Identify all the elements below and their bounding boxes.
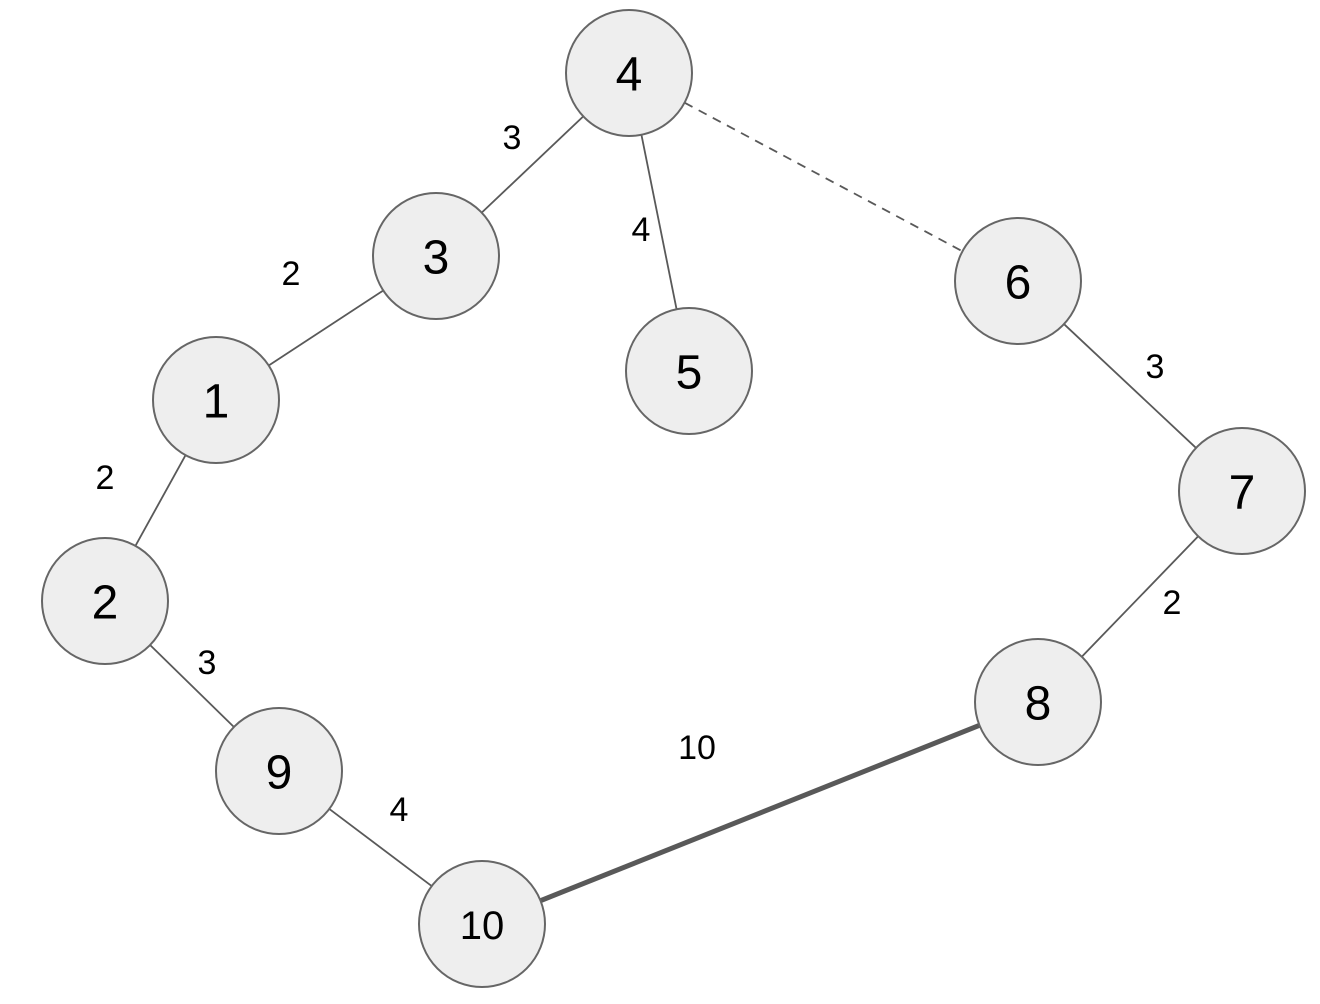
edge-weight-8-7: 2: [1163, 584, 1182, 622]
edge-10-8: [539, 723, 981, 903]
node-circle-3: [372, 192, 500, 320]
edge-1-2: [134, 454, 187, 547]
node-label-4: 4: [616, 49, 643, 102]
edge-weight-4-5: 4: [632, 211, 651, 249]
edge-6-7: [1063, 323, 1197, 449]
edge-weight-4-3: 3: [503, 119, 522, 157]
node-circle-10: [418, 860, 546, 988]
edge-weight-2-9: 3: [198, 644, 217, 682]
edge-4-6: [684, 101, 963, 253]
node-label-1: 1: [203, 376, 230, 429]
node-6: 6: [954, 217, 1082, 345]
node-circle-8: [974, 638, 1102, 766]
node-circle-1: [152, 336, 280, 464]
edge-8-7: [1081, 535, 1199, 658]
edge-4-5: [640, 134, 678, 310]
edge-weight-9-10: 4: [390, 791, 409, 829]
node-5: 5: [625, 307, 753, 435]
node-1: 1: [152, 336, 280, 464]
node-circle-2: [41, 537, 169, 665]
node-label-2: 2: [92, 577, 119, 630]
node-circle-6: [954, 217, 1082, 345]
edge-9-10: [328, 808, 433, 887]
node-circle-7: [1178, 427, 1306, 555]
node-2: 2: [41, 537, 169, 665]
edge-3-1: [268, 289, 384, 367]
node-7: 7: [1178, 427, 1306, 555]
edge-weight-1-2: 2: [96, 459, 115, 497]
edge-4-3: [481, 115, 584, 214]
node-8: 8: [974, 638, 1102, 766]
node-3: 3: [372, 192, 500, 320]
node-circle-4: [565, 9, 693, 137]
node-label-6: 6: [1005, 257, 1032, 310]
node-4: 4: [565, 9, 693, 137]
node-label-10: 10: [460, 904, 505, 948]
node-circle-5: [625, 307, 753, 435]
edge-weight-3-1: 2: [282, 255, 301, 293]
edges-layer: [134, 101, 1199, 903]
node-circle-9: [215, 707, 343, 835]
edge-weight-6-7: 3: [1146, 348, 1165, 386]
edge-weight-10-8: 10: [678, 729, 716, 767]
edge-2-9: [149, 644, 235, 728]
node-label-5: 5: [676, 347, 703, 400]
node-label-7: 7: [1229, 467, 1256, 520]
nodes-layer: 1 2 3 4 5 6 7 8 9 10: [41, 9, 1306, 988]
node-label-8: 8: [1025, 678, 1052, 731]
node-9: 9: [215, 707, 343, 835]
edge-labels-layer: 3 4 2 2 3 4 10 2 3: [96, 119, 1182, 829]
node-label-9: 9: [266, 747, 293, 800]
node-label-3: 3: [423, 232, 450, 285]
node-10: 10: [418, 860, 546, 988]
